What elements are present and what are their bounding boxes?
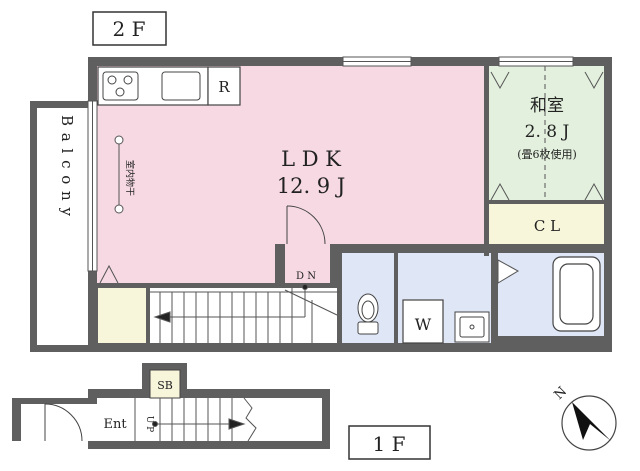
balcony: B a l c o n y: [30, 100, 98, 352]
bathtub-icon: [552, 256, 601, 332]
compass-icon: N: [552, 384, 617, 451]
sink-icon: [161, 71, 201, 101]
floor-1f-tag: 1 F: [348, 425, 431, 460]
ldk-size: 12. 9 J: [277, 174, 346, 198]
stair-area: [150, 288, 340, 343]
refrigerator-label: R: [218, 78, 230, 96]
floor-2f-label: 2 F: [113, 17, 146, 41]
interior-walls: [97, 66, 604, 343]
storage-area: [98, 288, 146, 343]
toilet-icon: [357, 293, 379, 335]
indoor-dryer: 室内物干: [114, 135, 136, 214]
floor-1f-label: 1 F: [373, 432, 406, 456]
washitsu-size: 2. 8 J: [525, 122, 570, 142]
washer-space: W: [402, 299, 444, 344]
shoe-box-label: SB: [157, 379, 173, 392]
stove-icon: [102, 71, 139, 101]
indoor-dryer-label: 室内物干: [124, 160, 136, 196]
stairs-down-label: D N: [296, 271, 316, 282]
top-windows: [342, 56, 574, 67]
ldk-name: L D K: [281, 147, 341, 171]
compass-label: N: [552, 384, 571, 403]
closet-label: C L: [534, 217, 560, 235]
washitsu-room: [489, 66, 604, 200]
stairs-2f: [150, 284, 340, 343]
stairs-1f: [134, 397, 257, 442]
washitsu-markers: [490, 66, 604, 201]
stairs-up-label: U P: [144, 416, 154, 433]
shoe-box: SB: [142, 363, 187, 399]
washer-label: W: [415, 315, 432, 334]
closet-area: [489, 204, 604, 244]
bath-door: [497, 259, 520, 284]
wash-basin-icon: [454, 311, 490, 343]
ldk-door: [286, 205, 326, 245]
storage-marker: [99, 264, 119, 284]
entrance-label: Ent: [103, 417, 127, 432]
balcony-label: B a l c o n y: [58, 115, 76, 217]
kitchen-counter: [97, 66, 209, 106]
floor-2f-tag: 2 F: [92, 11, 167, 46]
washitsu-name: 和室: [530, 96, 564, 116]
washitsu-note: (畳6枚使用): [517, 147, 577, 161]
entrance-door: [44, 403, 83, 442]
refrigerator-space: R: [207, 66, 241, 106]
